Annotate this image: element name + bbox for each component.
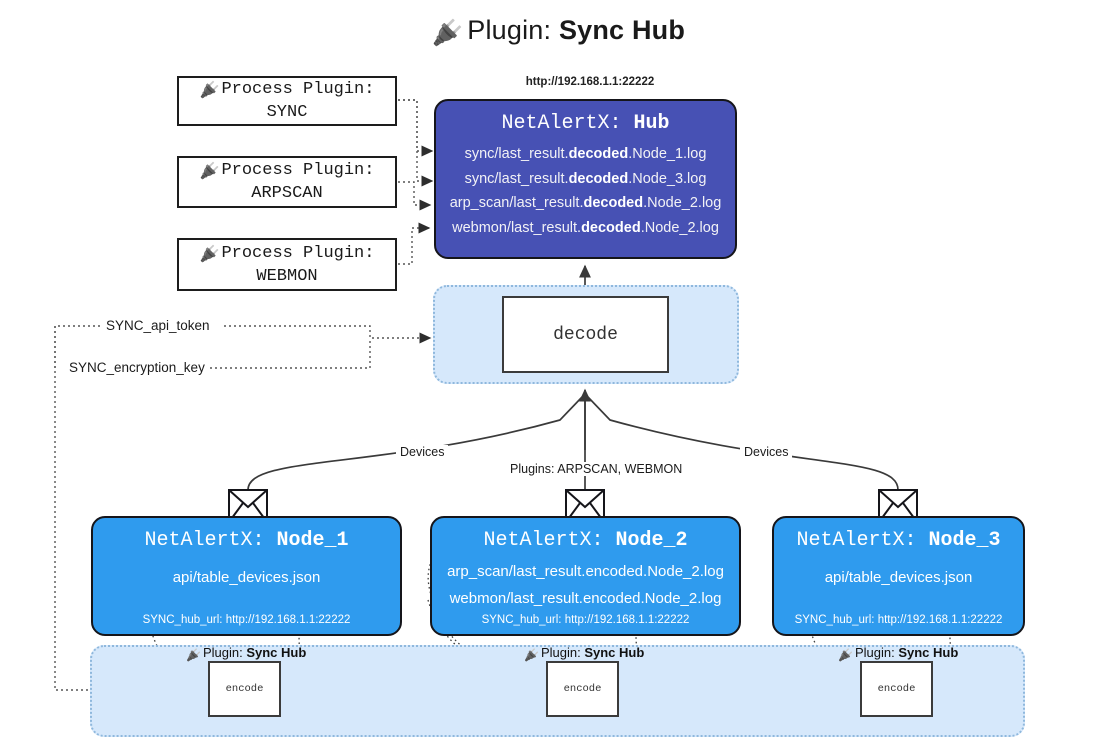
plug-icon: 🔌 <box>199 82 220 100</box>
node-hub-url: SYNC_hub_url: http://192.168.1.1:22222 <box>794 614 1003 626</box>
process-plugin-webmon[interactable]: 🔌Process Plugin: WEBMON <box>177 238 397 291</box>
process-plugin-heading: 🔌Process Plugin: <box>200 159 375 182</box>
process-plugin-name: WEBMON <box>256 266 318 286</box>
plug-icon: 🔌 <box>186 648 201 662</box>
node-line: api/table_devices.json <box>824 569 973 586</box>
plug-icon: 🔌 <box>199 245 220 264</box>
hub-title: NetAlertX: Hub <box>501 112 670 135</box>
process-plugin-heading: 🔌Process Plugin: <box>200 78 375 101</box>
node-hub-url: SYNC_hub_url: http://192.168.1.1:22222 <box>142 614 351 626</box>
node-line: webmon/last_result.encoded.Node_2.log <box>449 590 722 607</box>
page-title: 🔌Plugin: Sync Hub <box>0 14 1117 47</box>
node-line-list: api/table_devices.json <box>93 564 400 591</box>
node-title: NetAlertX: Node_2 <box>483 529 688 552</box>
process-plugin-sync[interactable]: 🔌Process Plugin: SYNC <box>177 76 397 126</box>
encode-box-node-3[interactable]: encode <box>860 661 933 717</box>
page-title-name: Sync Hub <box>558 15 686 45</box>
sync-api-token-label: SYNC_api_token <box>103 318 213 333</box>
node-card-node-2[interactable]: NetAlertX: Node_2 arp_scan/last_result.e… <box>430 516 741 636</box>
hub-log-item: arp_scan/last_result.decoded.Node_2.log <box>449 195 722 211</box>
node-hub-url: SYNC_hub_url: http://192.168.1.1:22222 <box>481 614 690 626</box>
hub-log-item: webmon/last_result.decoded.Node_2.log <box>452 219 719 236</box>
page-title-prefix: Plugin: <box>467 15 552 45</box>
plug-icon: 🔌 <box>838 648 853 662</box>
node-line-list: api/table_devices.json <box>774 564 1023 591</box>
hub-log-item: sync/last_result.decoded.Node_1.log <box>464 146 707 162</box>
sync-encryption-key-label: SYNC_encryption_key <box>66 360 208 375</box>
plug-icon: 🔌 <box>431 19 464 47</box>
encoder-plugin-label-3: 🔌Plugin: Sync Hub <box>838 645 959 662</box>
process-plugin-arpscan[interactable]: 🔌Process Plugin: ARPSCAN <box>177 156 397 208</box>
edge-label-devices-left: Devices <box>396 445 449 459</box>
process-plugin-name: SYNC <box>266 103 308 122</box>
hub-node-card[interactable]: NetAlertX: Hub sync/last_result.decoded.… <box>434 99 737 259</box>
process-plugin-name: ARPSCAN <box>251 184 323 203</box>
edge-label-devices-right: Devices <box>740 445 793 459</box>
hub-url-label: http://192.168.1.1:22222 <box>525 76 655 88</box>
encode-box-node-2[interactable]: encode <box>546 661 619 717</box>
node-line-list: arp_scan/last_result.encoded.Node_2.log … <box>432 558 739 612</box>
node-title: NetAlertX: Node_1 <box>144 529 349 552</box>
node-card-node-1[interactable]: NetAlertX: Node_1 api/table_devices.json… <box>91 516 402 636</box>
encode-box-node-1[interactable]: encode <box>208 661 281 717</box>
plug-icon: 🔌 <box>524 648 539 662</box>
encoder-plugin-label-1: 🔌Plugin: Sync Hub <box>186 645 307 662</box>
process-plugin-heading: 🔌Process Plugin: <box>200 242 375 265</box>
node-title: NetAlertX: Node_3 <box>796 529 1001 552</box>
node-line: api/table_devices.json <box>172 569 321 586</box>
hub-log-item: sync/last_result.decoded.Node_3.log <box>464 170 707 187</box>
hub-log-list: sync/last_result.decoded.Node_1.log sync… <box>436 142 735 240</box>
encoder-plugin-label-2: 🔌Plugin: Sync Hub <box>524 645 645 662</box>
node-card-node-3[interactable]: NetAlertX: Node_3 api/table_devices.json… <box>772 516 1025 636</box>
decode-box[interactable]: decode <box>502 296 669 373</box>
edge-label-plugins-center: Plugins: ARPSCAN, WEBMON <box>506 462 687 476</box>
plug-icon: 🔌 <box>199 163 220 181</box>
node-line: arp_scan/last_result.encoded.Node_2.log <box>447 563 724 580</box>
